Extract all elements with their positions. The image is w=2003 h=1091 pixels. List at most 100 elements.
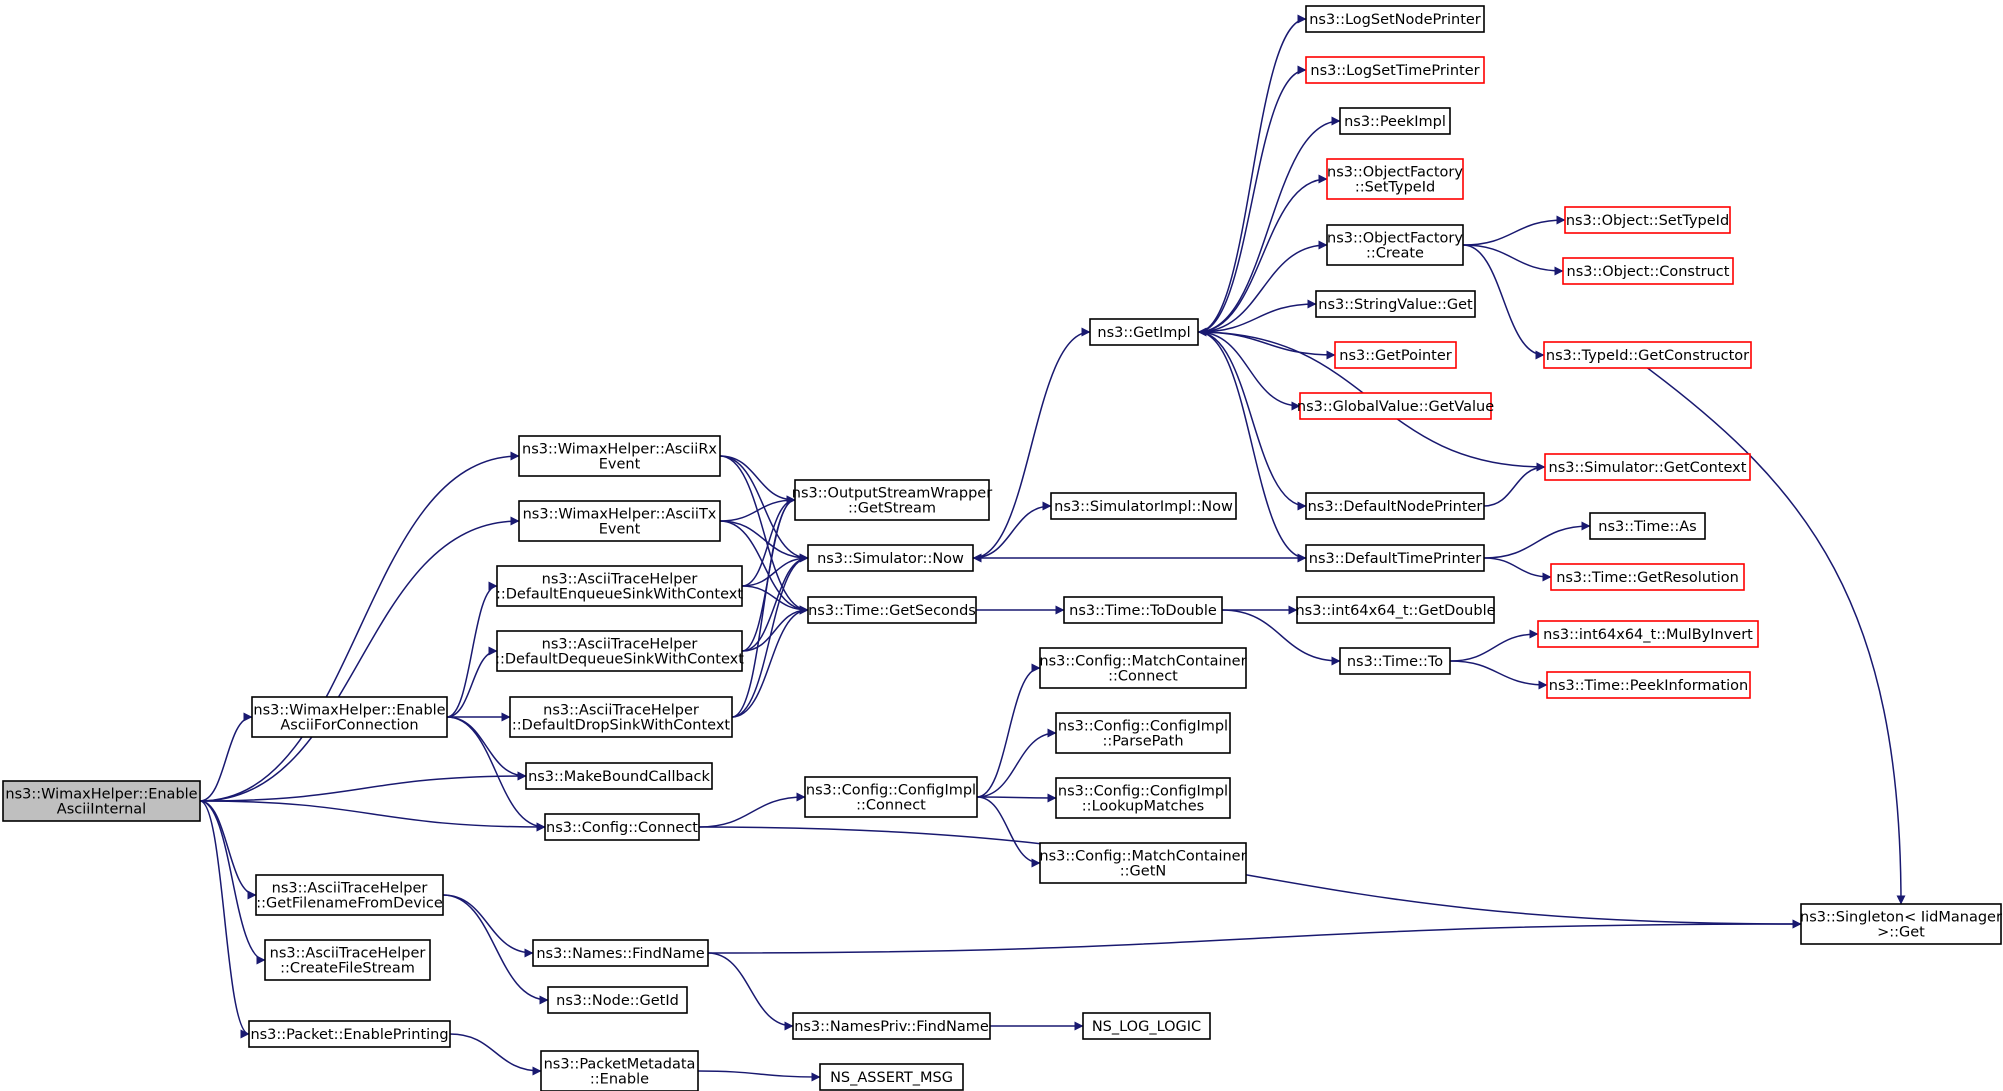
node-box (1326, 158, 1464, 200)
edge-ofCreate-to-getConstructor (1462, 244, 1545, 360)
node-label: ns3::NamesPriv::FindName (794, 1019, 989, 1035)
node-logLogic[interactable]: NS_LOG_LOGIC (1082, 1012, 1211, 1040)
edge-getImpl-to-logNodePrinter (1197, 14, 1307, 333)
node-label: ::LookupMatches (1082, 799, 1204, 815)
edge-enqSink-to-simNow (741, 553, 809, 587)
node-label: ns3::Time::As (1598, 519, 1696, 535)
node-label: ns3::OutputStreamWrapper (792, 486, 992, 502)
node-box (1546, 671, 1751, 699)
node-label: ns3::Config::ConfigImpl (1058, 784, 1228, 800)
edge-root-to-enablePrinting (199, 800, 250, 1039)
node-box (251, 696, 448, 738)
node-label: ns3::WimaxHelper::Enable (5, 787, 197, 803)
node-logNodePrinter[interactable]: ns3::LogSetNodePrinter (1305, 5, 1485, 33)
node-cfgConnect[interactable]: ns3::Config::Connect (544, 813, 700, 841)
node-makeBound[interactable]: ns3::MakeBoundCallback (525, 762, 713, 790)
node-nodeGetId[interactable]: ns3::Node::GetId (547, 986, 688, 1014)
edge-getConstructor-to-singletonGet (1647, 367, 1906, 905)
node-getStream[interactable]: ns3::OutputStreamWrapper::GetStream (792, 479, 992, 521)
edge-root-to-asciiRx (199, 451, 520, 802)
node-box (255, 874, 444, 916)
node-box (1039, 647, 1247, 689)
node-enablePrinting[interactable]: ns3::Packet::EnablePrinting (248, 1020, 451, 1048)
node-label: AsciiForConnection (280, 718, 418, 734)
node-ofCreate[interactable]: ns3::ObjectFactory::Create (1326, 224, 1464, 266)
node-assertMsg[interactable]: NS_ASSERT_MSG (819, 1063, 964, 1091)
node-timeTo[interactable]: ns3::Time::To (1339, 647, 1451, 675)
node-label: ns3::AsciiTraceHelper (270, 946, 426, 962)
edge-getFilename-to-namesFind (442, 894, 534, 958)
node-gvGetValue[interactable]: ns3::GlobalValue::GetValue (1297, 392, 1494, 420)
node-simNow[interactable]: ns3::Simulator::Now (807, 544, 974, 572)
edge-getImpl-to-ofSetTypeId (1197, 174, 1328, 333)
node-dropSink[interactable]: ns3::AsciiTraceHelper::DefaultDropSinkWi… (509, 696, 733, 738)
edge-asciiRx-to-getSeconds (719, 455, 809, 615)
node-logTimePrinter[interactable]: ns3::LogSetTimePrinter (1305, 56, 1485, 84)
node-deqSink[interactable]: ns3::AsciiTraceHelper::DefaultDequeueSin… (495, 630, 744, 672)
node-enableConn[interactable]: ns3::WimaxHelper::EnableAsciiForConnecti… (251, 696, 448, 738)
node-i64GetDouble[interactable]: ns3::int64x64_t::GetDouble (1295, 596, 1496, 624)
node-getSeconds[interactable]: ns3::Time::GetSeconds (807, 596, 977, 624)
node-namesPrivFind[interactable]: ns3::NamesPriv::FindName (792, 1012, 991, 1040)
edge-enableConn-to-enqSink (446, 581, 498, 718)
node-label: ns3::Config::ConfigImpl (1058, 719, 1228, 735)
edge-toDouble-to-timeTo (1221, 609, 1341, 666)
node-label: ns3::int64x64_t::MulByInvert (1543, 627, 1753, 643)
node-lookupMatches[interactable]: ns3::Config::ConfigImpl::LookupMatches (1055, 777, 1231, 819)
node-label: ns3::ObjectFactory (1327, 231, 1463, 247)
node-mcGetN[interactable]: ns3::Config::MatchContainer::GetN (1039, 842, 1247, 884)
node-cfgImplConnect[interactable]: ns3::Config::ConfigImpl::Connect (804, 776, 978, 818)
node-label: ns3::Time::GetResolution (1556, 570, 1739, 586)
node-box (819, 1063, 964, 1091)
node-getFilename[interactable]: ns3::AsciiTraceHelper::GetFilenameFromDe… (255, 874, 444, 916)
node-getImpl[interactable]: ns3::GetImpl (1089, 318, 1199, 346)
edge-asciiTx-to-simNow (719, 520, 809, 563)
node-label: Event (599, 457, 641, 473)
node-parsePath[interactable]: ns3::Config::ConfigImpl::ParsePath (1055, 712, 1231, 754)
node-label: ns3::AsciiTraceHelper (272, 881, 428, 897)
node-label: ns3::Simulator::Now (817, 551, 964, 567)
node-getConstructor[interactable]: ns3::TypeId::GetConstructor (1543, 341, 1752, 369)
edge-getImpl-to-gvGetValue (1197, 331, 1301, 411)
node-simGetContext[interactable]: ns3::Simulator::GetContext (1544, 453, 1751, 481)
edge-root-to-cfgConnect (199, 800, 546, 832)
node-peekInfo[interactable]: ns3::Time::PeekInformation (1546, 671, 1751, 699)
node-box (1326, 224, 1464, 266)
node-mulByInvert[interactable]: ns3::int64x64_t::MulByInvert (1537, 620, 1759, 648)
node-box (1063, 596, 1223, 624)
node-defTimePrinter[interactable]: ns3::DefaultTimePrinter (1305, 544, 1485, 572)
node-getResolution[interactable]: ns3::Time::GetResolution (1550, 563, 1745, 591)
edge-dropSink-to-getStream (731, 495, 796, 718)
node-objSetTypeId[interactable]: ns3::Object::SetTypeId (1564, 206, 1731, 234)
node-label: ns3::int64x64_t::GetDouble (1295, 603, 1495, 619)
node-simImplNow[interactable]: ns3::SimulatorImpl::Now (1050, 492, 1237, 520)
node-label: ns3::Singleton< IidManager (1800, 910, 2002, 926)
node-box (1562, 257, 1734, 285)
node-label: ns3::DefaultNodePrinter (1308, 499, 1483, 515)
node-toDouble[interactable]: ns3::Time::ToDouble (1063, 596, 1223, 624)
node-enqSink[interactable]: ns3::AsciiTraceHelper::DefaultEnqueueSin… (496, 565, 743, 607)
node-box (807, 596, 977, 624)
node-timeAs[interactable]: ns3::Time::As (1589, 512, 1706, 540)
node-label: ::DefaultDropSinkWithContext (512, 718, 730, 734)
node-objConstruct[interactable]: ns3::Object::Construct (1562, 257, 1734, 285)
node-createFile[interactable]: ns3::AsciiTraceHelper::CreateFileStream (264, 939, 431, 981)
node-peekImpl[interactable]: ns3::PeekImpl (1339, 107, 1451, 135)
node-singletonGet[interactable]: ns3::Singleton< IidManager >::Get (1800, 903, 2002, 945)
node-namesFind[interactable]: ns3::Names::FindName (532, 939, 709, 967)
node-box (1296, 596, 1495, 624)
node-label: ns3::AsciiTraceHelper (542, 572, 698, 588)
node-stringGet[interactable]: ns3::StringValue::Get (1315, 290, 1476, 318)
node-mcConnect[interactable]: ns3::Config::MatchContainer::Connect (1039, 647, 1247, 689)
node-getPointer[interactable]: ns3::GetPointer (1334, 341, 1457, 369)
edge-getImpl-to-defNodePrinter (1197, 331, 1307, 511)
node-pktMetaEnable[interactable]: ns3::PacketMetadata::Enable (540, 1050, 699, 1091)
node-ofSetTypeId[interactable]: ns3::ObjectFactory::SetTypeId (1326, 158, 1464, 200)
edge-root-to-createFile (199, 800, 266, 965)
node-defNodePrinter[interactable]: ns3::DefaultNodePrinter (1305, 492, 1485, 520)
node-label: ns3::GetPointer (1339, 348, 1452, 364)
node-label: ns3::LogSetTimePrinter (1310, 63, 1479, 79)
